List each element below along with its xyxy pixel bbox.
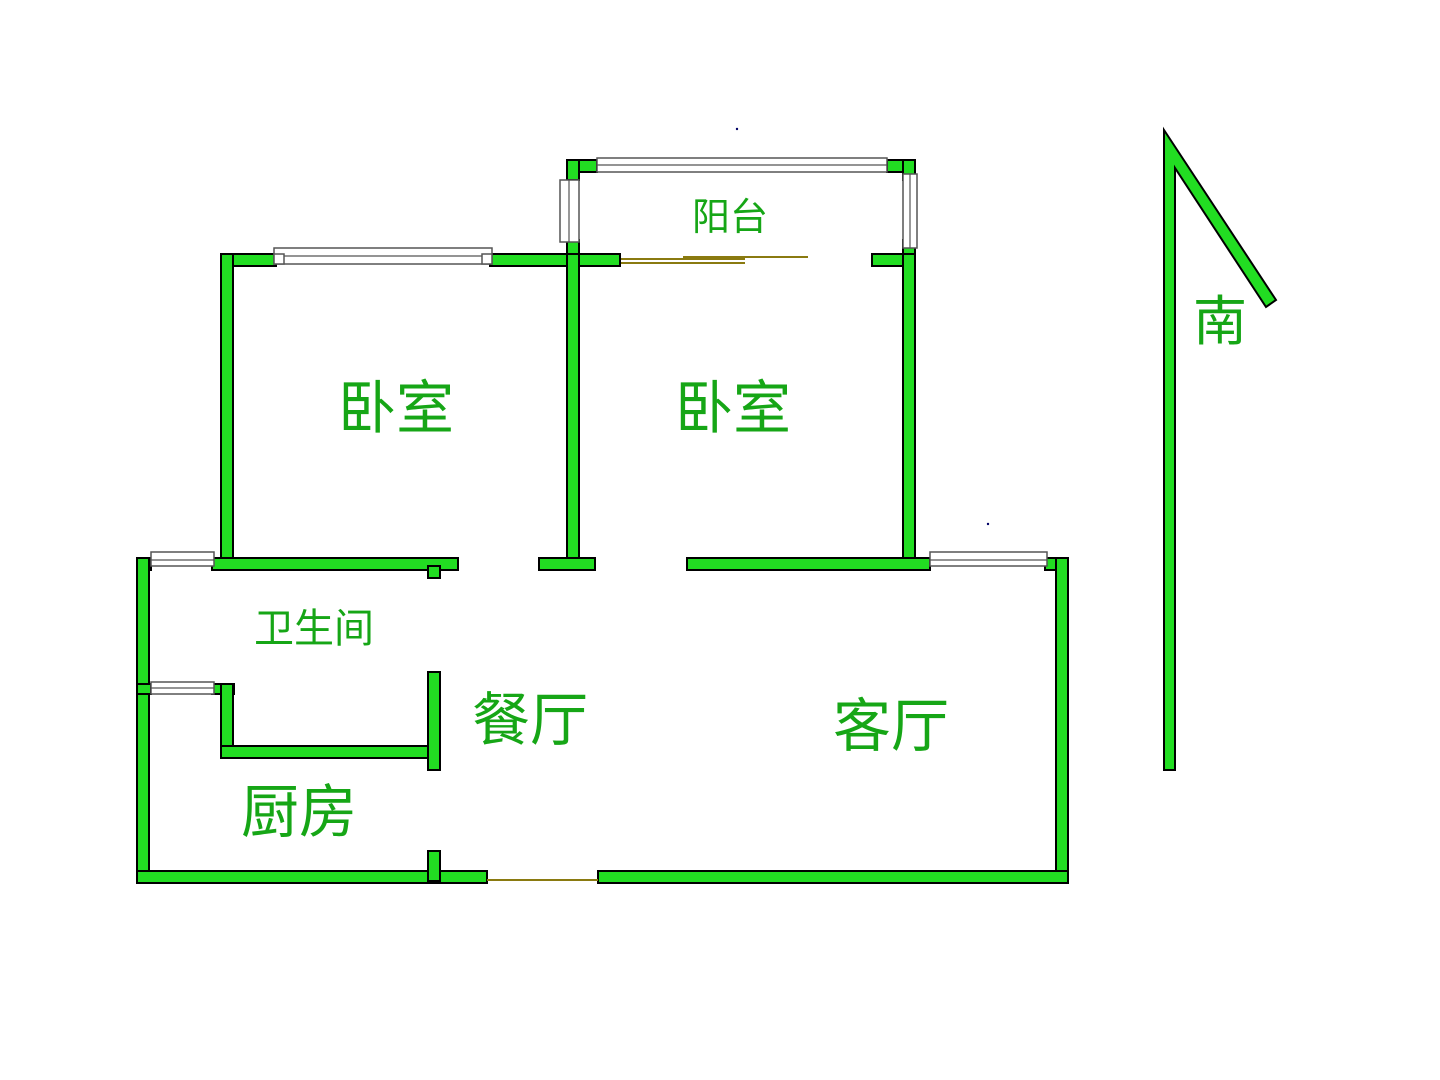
middle-horizontal-walls <box>136 557 1069 579</box>
kitchen-window <box>150 681 215 695</box>
bathroom-top-window <box>150 551 215 567</box>
compass-label: 南 <box>1193 290 1247 353</box>
balcony-right-window <box>902 173 918 249</box>
balcony-top-window <box>596 157 888 173</box>
bedroom-walls <box>220 253 916 567</box>
stray-dot <box>735 127 739 131</box>
balcony-left-window <box>559 179 580 243</box>
room-label-balcony: 阳台 <box>692 195 768 239</box>
room-label-bedroom-right: 卧室 <box>675 374 791 442</box>
room-label-dining: 餐厅 <box>472 686 588 754</box>
balcony-door <box>620 256 808 264</box>
living-top-window <box>929 551 1048 567</box>
kitchen-partitions <box>136 671 441 882</box>
room-label-kitchen: 厨房 <box>241 778 357 846</box>
room-label-bedroom-left: 卧室 <box>338 374 454 442</box>
compass-arrow-icon <box>1163 126 1278 771</box>
bedroom-left-window <box>273 247 493 265</box>
stray-dot <box>986 522 990 526</box>
room-label-living: 客厅 <box>833 692 949 760</box>
outer-lower-walls <box>136 557 1069 884</box>
room-label-bathroom: 卫生间 <box>254 606 374 652</box>
